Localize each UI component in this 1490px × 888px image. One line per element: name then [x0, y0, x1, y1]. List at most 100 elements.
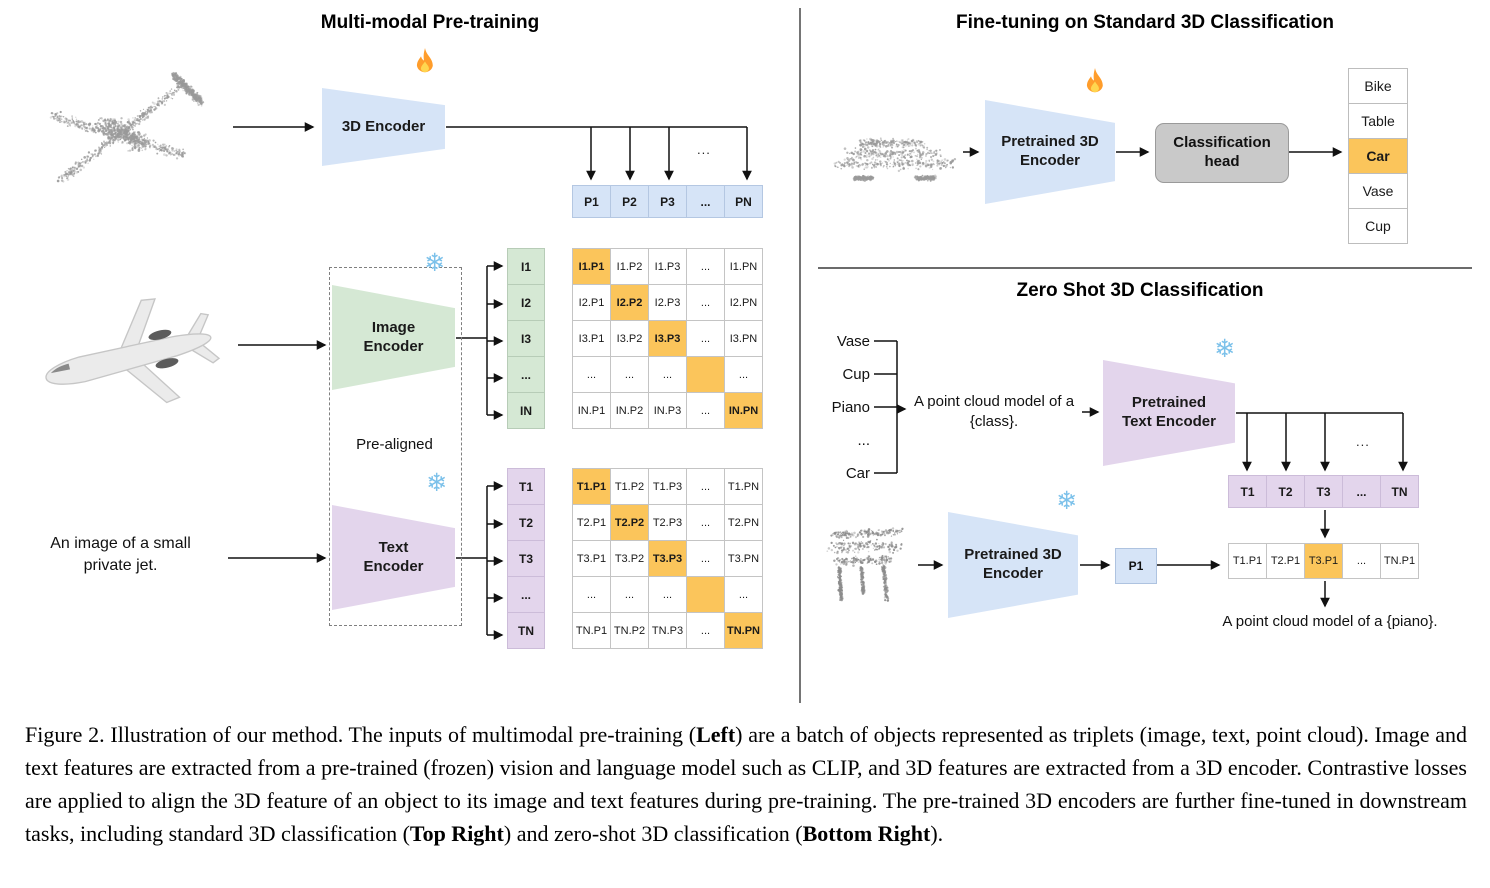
- p-header-cell: ...: [686, 185, 725, 218]
- matrix-cell: ...: [724, 576, 763, 613]
- fire-icon: [1086, 68, 1103, 93]
- text-row-label: T1: [507, 468, 545, 505]
- matrix-cell: IN.PN: [724, 392, 763, 429]
- result-cell: T2.P1: [1266, 543, 1305, 579]
- snowflake-icon: ❄: [424, 248, 445, 277]
- snowflake-icon: ❄: [1056, 486, 1077, 515]
- matrix-cell: [686, 576, 725, 613]
- matrix-cell: ...: [686, 320, 725, 357]
- zs-class-item: ...: [857, 432, 870, 449]
- matrix-cell: T3.P3: [648, 540, 687, 577]
- piano-point-cloud-image: [826, 527, 904, 602]
- p-header-cell: P1: [572, 185, 611, 218]
- pre-aligned-box: [329, 267, 462, 626]
- class-cell: Bike: [1348, 68, 1408, 104]
- matrix-row: ............: [572, 356, 763, 393]
- text-row-label: T2: [507, 504, 545, 541]
- matrix-cell: ...: [648, 576, 687, 613]
- matrix-cell: I1.PN: [724, 248, 763, 285]
- fire-icon: [416, 48, 433, 73]
- matrix-cell: T1.P1: [572, 468, 611, 505]
- input-text: An image of a small private jet.: [50, 535, 191, 574]
- t-header-cell: T1: [1228, 475, 1267, 508]
- matrix-cell: TN.P2: [610, 612, 649, 649]
- matrix-cell: I2.PN: [724, 284, 763, 321]
- classification-head-label: Classification head: [1173, 134, 1271, 170]
- image-encoder-label: Image Encoder: [363, 318, 424, 355]
- text-row-label: T3: [507, 540, 545, 577]
- matrix-cell: ...: [610, 576, 649, 613]
- matrix-cell: ...: [610, 356, 649, 393]
- matrix-cell: T1.P3: [648, 468, 687, 505]
- p1-feature-cell: P1: [1115, 548, 1157, 584]
- matrix-cell: T1.P2: [610, 468, 649, 505]
- class-cell: Table: [1348, 103, 1408, 139]
- text-row-label: ...: [507, 576, 545, 613]
- text-row-label: TN: [507, 612, 545, 649]
- result-cell: TN.P1: [1380, 543, 1419, 579]
- airplane-point-cloud-image: [49, 71, 205, 183]
- matrix-cell: I2.P2: [610, 284, 649, 321]
- left-section-title: Multi-modal Pre-training: [320, 12, 540, 33]
- top-right-section-title: Fine-tuning on Standard 3D Classificatio…: [956, 12, 1334, 33]
- prompt-text: A point cloud model of a {class}.: [913, 393, 1075, 431]
- matrix-cell: [686, 356, 725, 393]
- matrix-cell: I1.P2: [610, 248, 649, 285]
- matrix-cell: T3.P2: [610, 540, 649, 577]
- caption-text: ) are a batch of objects represented as …: [25, 722, 1467, 846]
- classification-head-block: Classification head: [1155, 123, 1289, 183]
- pretrained-3d-encoder-block: Pretrained 3D Encoder: [985, 100, 1115, 204]
- p-header-cell: P3: [648, 185, 687, 218]
- figure-caption: Figure 2. Illustration of our method. Th…: [25, 718, 1467, 850]
- jet-image: [45, 298, 221, 404]
- image-row-label: I3: [507, 320, 545, 357]
- class-cell: Cup: [1348, 208, 1408, 244]
- matrix-cell: ...: [686, 612, 725, 649]
- result-cell: T3.P1: [1304, 543, 1343, 579]
- matrix-cell: I3.P3: [648, 320, 687, 357]
- matrix-row: ............: [572, 576, 763, 613]
- bottom-right-section-title: Zero Shot 3D Classification: [1016, 280, 1264, 301]
- t-header-cell: TN: [1380, 475, 1419, 508]
- matrix-cell: I1.P3: [648, 248, 687, 285]
- matrix-cell: TN.P1: [572, 612, 611, 649]
- matrix-cell: T2.P2: [610, 504, 649, 541]
- matrix-cell: IN.P1: [572, 392, 611, 429]
- matrix-cell: I2.P3: [648, 284, 687, 321]
- caption-text: ).: [930, 821, 944, 846]
- matrix-cell: T2.P1: [572, 504, 611, 541]
- matrix-cell: I3.P2: [610, 320, 649, 357]
- matrix-cell: T1.PN: [724, 468, 763, 505]
- t-header-cell: ...: [1342, 475, 1381, 508]
- class-cell: Vase: [1348, 173, 1408, 209]
- matrix-cell: ...: [572, 576, 611, 613]
- p-header-cell: P2: [610, 185, 649, 218]
- matrix-cell: TN.P3: [648, 612, 687, 649]
- result-cell: T1.P1: [1228, 543, 1267, 579]
- image-row-label: I2: [507, 284, 545, 321]
- caption-text: Figure 2. Illustration of our method. Th…: [25, 722, 697, 747]
- caption-bold-text: Bottom Right: [802, 821, 931, 846]
- pretrained-text-encoder-block: Pretrained Text Encoder: [1103, 360, 1235, 466]
- zs-class-item: Cup: [842, 366, 870, 383]
- pre-aligned-label: Pre-aligned: [356, 436, 433, 453]
- fanout-ellipsis: ...: [697, 142, 711, 157]
- matrix-cell: T2.P3: [648, 504, 687, 541]
- matrix-cell: ...: [572, 356, 611, 393]
